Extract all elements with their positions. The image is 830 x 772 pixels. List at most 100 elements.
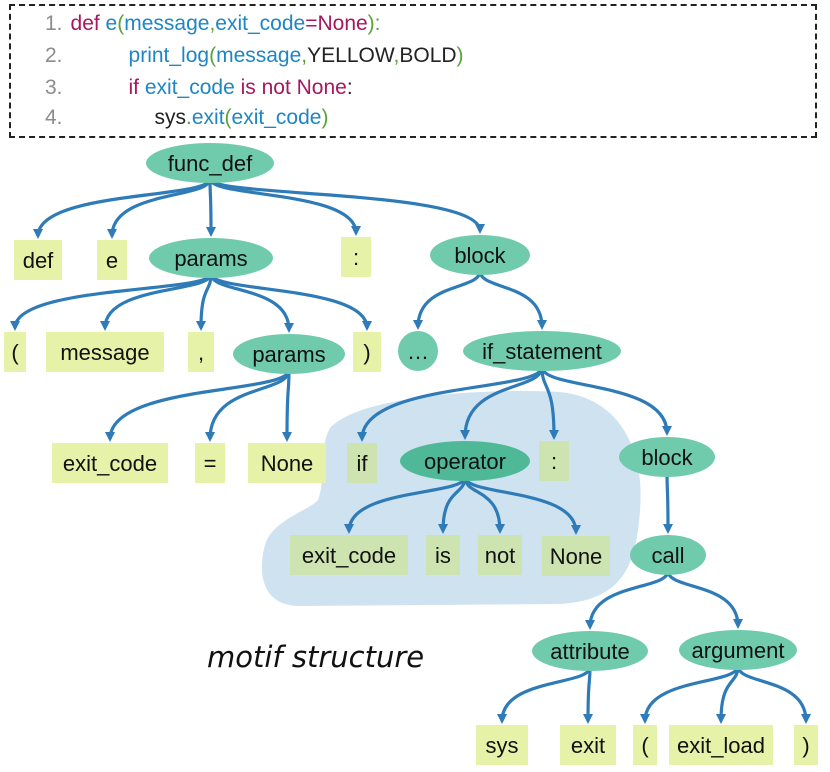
- motif-structure-label: motif structure: [207, 640, 425, 674]
- node-label: …: [407, 339, 429, 364]
- code-token: if: [128, 76, 145, 99]
- node-shape: [188, 332, 214, 372]
- node-message: message: [46, 332, 164, 372]
- code-token: (: [117, 12, 125, 35]
- node-none2: None: [542, 536, 610, 576]
- node-label: if_statement: [482, 339, 602, 364]
- edge-block1-to-if_statement: [478, 270, 547, 330]
- code-line-1: 1.def e(message,exit_code=None):: [45, 12, 381, 36]
- node-label: exit: [571, 733, 605, 758]
- node-label: None: [550, 544, 603, 569]
- code-token: BOLD: [399, 44, 457, 67]
- code-line-3: 3.if exit_code is not None:: [45, 76, 353, 100]
- node-shape: [476, 725, 528, 765]
- node-label: not: [485, 543, 516, 568]
- node-shape: [149, 238, 273, 278]
- code-token: e: [105, 12, 118, 35]
- node-label: params: [252, 342, 325, 367]
- node-is: is: [426, 535, 460, 575]
- node-exit_load: exit_load: [669, 725, 773, 765]
- node-shape: [4, 332, 26, 372]
- node-label: attribute: [550, 639, 630, 664]
- node-shape: [290, 535, 408, 575]
- node-shape: [430, 235, 530, 275]
- node-shape: [97, 240, 127, 280]
- node-label: block: [641, 445, 693, 470]
- edge-params1-to-rparen1: [209, 273, 372, 331]
- node-exit_code2: exit_code: [290, 535, 408, 575]
- node-colon1: :: [341, 237, 371, 277]
- node-shape: [463, 331, 621, 371]
- node-eq: =: [195, 443, 225, 483]
- node-shape: [630, 535, 706, 575]
- node-shape: [46, 332, 164, 372]
- node-label: (: [11, 340, 19, 365]
- node-label: func_def: [168, 151, 253, 176]
- code-token: ): [321, 106, 329, 129]
- node-shape: [248, 443, 326, 483]
- node-if: if: [347, 443, 377, 483]
- node-label: ): [802, 733, 809, 758]
- edge-call-to-attribute: [585, 570, 670, 630]
- node-label: =: [204, 451, 217, 476]
- node-label: block: [454, 243, 506, 268]
- node-shape: [426, 535, 460, 575]
- node-label: None: [261, 451, 314, 476]
- node-shape: [14, 240, 62, 280]
- node-label: argument: [692, 638, 785, 663]
- edge-operator-to-exit_code2: [344, 476, 467, 534]
- code-token: YELLOW: [307, 44, 394, 67]
- code-token: is not None: [240, 76, 347, 99]
- node-label: :: [551, 449, 557, 474]
- code-token: :: [346, 76, 353, 99]
- code-token: sys: [154, 106, 187, 129]
- code-snippet-box: 1.def e(message,exit_code=None):2.print_…: [9, 4, 817, 138]
- node-params2: params: [233, 334, 345, 374]
- node-shape: [478, 535, 522, 575]
- node-block2: block: [619, 437, 715, 477]
- code-token: message: [124, 12, 210, 35]
- node-not: not: [478, 535, 522, 575]
- code-token: exit_code: [231, 106, 322, 129]
- code-token: ): [456, 44, 464, 67]
- node-sys: sys: [476, 725, 528, 765]
- node-shape: [560, 725, 616, 765]
- edge-func_def-to-e: [107, 178, 212, 239]
- code-token: =: [305, 12, 318, 35]
- node-label: ,: [198, 340, 204, 365]
- code-line-4: 4.sys.exit(exit_code): [45, 106, 328, 130]
- line-number: 3.: [45, 76, 63, 99]
- node-shape: [233, 334, 345, 374]
- edge-block2-to-call: [662, 472, 673, 534]
- node-lparen1: (: [4, 332, 26, 372]
- node-def: def: [14, 240, 62, 280]
- code-token: ):: [367, 12, 381, 35]
- edge-func_def-to-colon1: [208, 178, 361, 236]
- node-shape: [532, 631, 648, 671]
- node-lparen2: (: [633, 725, 657, 765]
- node-label: exit_code: [63, 451, 157, 476]
- edge-func_def-to-def: [33, 178, 212, 239]
- node-if_statement: if_statement: [463, 331, 621, 371]
- node-label: e: [106, 248, 118, 273]
- code-token: exit: [191, 106, 225, 129]
- node-label: exit_load: [677, 733, 765, 758]
- node-shape: [353, 332, 381, 372]
- node-label: if: [357, 451, 369, 476]
- edge-operator-to-none2: [463, 476, 581, 535]
- code-token: print_log: [128, 44, 210, 67]
- edge-argument-to-rparen2: [736, 665, 811, 724]
- node-shape: [669, 725, 773, 765]
- code-token: None: [317, 12, 368, 35]
- code-token: message: [216, 44, 302, 67]
- node-none1: None: [248, 443, 326, 483]
- node-shape: [195, 443, 225, 483]
- node-rparen1: ): [353, 332, 381, 372]
- edge-params1-to-message: [100, 273, 213, 331]
- edge-func_def-to-params1: [205, 178, 216, 237]
- node-label: (: [641, 733, 649, 758]
- line-number: 2.: [45, 44, 63, 67]
- node-shape: [619, 437, 715, 477]
- edge-if_statement-to-colon2: [540, 366, 559, 440]
